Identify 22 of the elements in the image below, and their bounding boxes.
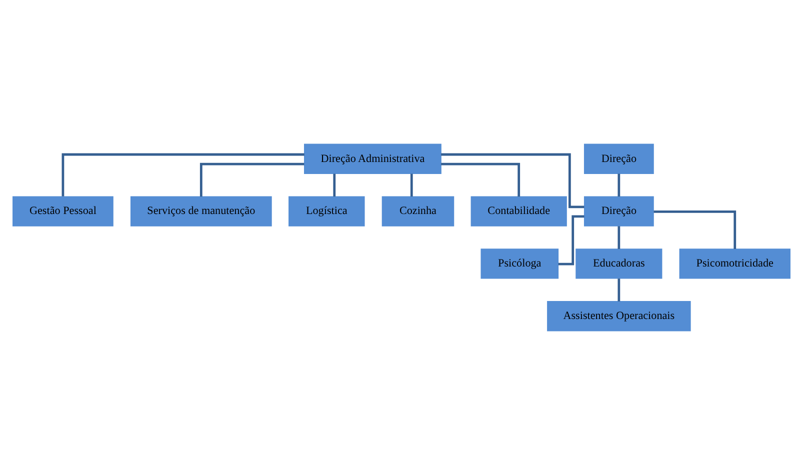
node-box: Cozinha <box>382 196 454 226</box>
connector <box>618 226 620 249</box>
node-box: Psicomotricidade <box>679 248 790 279</box>
node-box: Direção <box>584 144 654 174</box>
connector <box>618 278 620 302</box>
node-box: Contabilidade <box>470 196 567 226</box>
node-box: Psicóloga <box>480 248 559 279</box>
node-box: Serviços de manutenção <box>130 196 272 226</box>
connector <box>618 174 620 197</box>
node-box: Logística <box>288 196 365 226</box>
connector <box>441 162 520 197</box>
node-box: Assistentes Operacionais <box>547 301 691 332</box>
connector <box>333 174 336 197</box>
connector <box>200 162 304 197</box>
node-box: Direção Administrativa <box>304 144 442 174</box>
node-box: Educadoras <box>576 248 662 279</box>
node-box: Direção <box>584 196 654 226</box>
connector <box>62 153 304 196</box>
connector <box>441 153 584 208</box>
node-box: Gestão Pessoal <box>12 196 114 226</box>
connector <box>410 174 413 197</box>
connector <box>654 210 736 249</box>
